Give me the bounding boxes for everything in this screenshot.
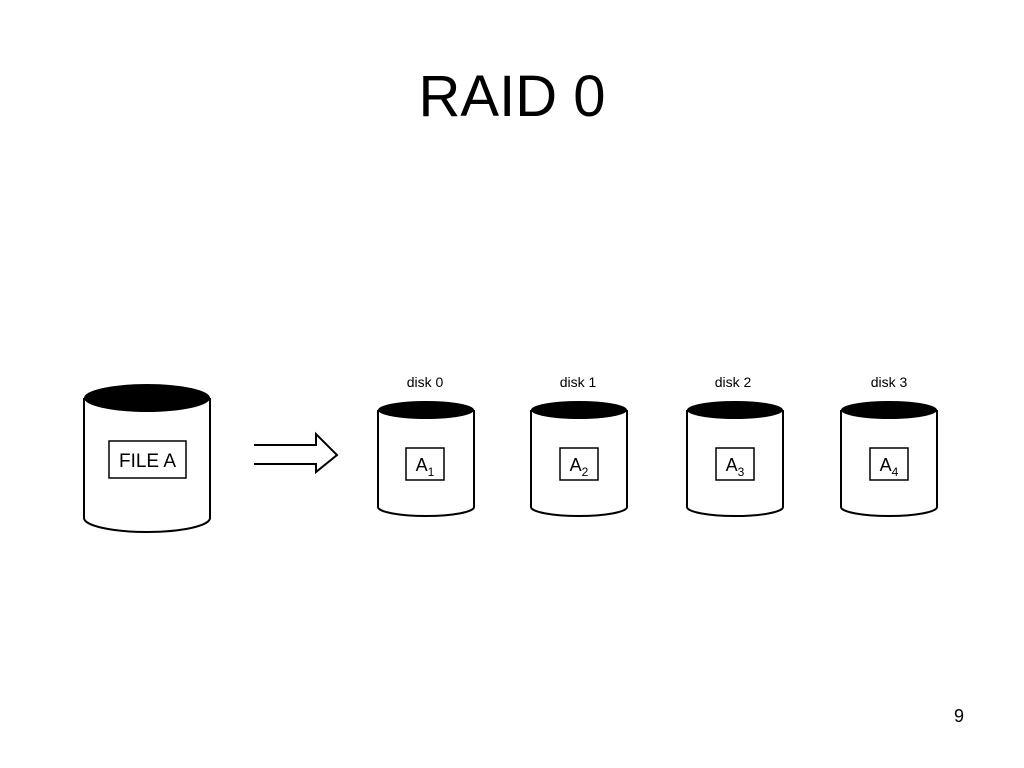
disk-1: disk 1 A2 [530, 374, 628, 517]
disk-3: disk 3 A4 [840, 374, 938, 517]
disk-2: disk 2 A3 [686, 374, 784, 517]
stripe-block-index: 4 [892, 465, 899, 479]
stripe-block [559, 447, 599, 481]
stripe-block-index: 2 [582, 465, 589, 479]
disk-label: disk 1 [560, 374, 597, 390]
disk-label: disk 2 [715, 374, 752, 390]
stripe-block-letter: A [570, 455, 582, 475]
disk-label: disk 0 [407, 374, 444, 390]
svg-text:A3: A3 [726, 455, 745, 479]
svg-text:A1: A1 [416, 455, 435, 479]
svg-text:A4: A4 [880, 455, 899, 479]
file-a-box [108, 440, 187, 479]
stripe-block-letter: A [726, 455, 738, 475]
stripe-block-index: 3 [738, 465, 745, 479]
stripe-block [869, 447, 909, 481]
file-a-label: FILE A [119, 451, 176, 472]
stripe-block [405, 447, 445, 481]
page-number: 9 [953, 706, 964, 726]
stripe-block [715, 447, 755, 481]
disk-0: disk 0 A1 [377, 374, 475, 517]
stripe-block-index: 1 [428, 465, 435, 479]
stripe-block-letter: A [880, 455, 892, 475]
slide-title: RAID 0 [418, 64, 606, 129]
striping-arrow-icon [254, 431, 339, 475]
svg-text:A2: A2 [570, 455, 589, 479]
stripe-block-letter: A [416, 455, 428, 475]
disk-label: disk 3 [871, 374, 908, 390]
source-file-cylinder: FILE A [83, 384, 211, 533]
